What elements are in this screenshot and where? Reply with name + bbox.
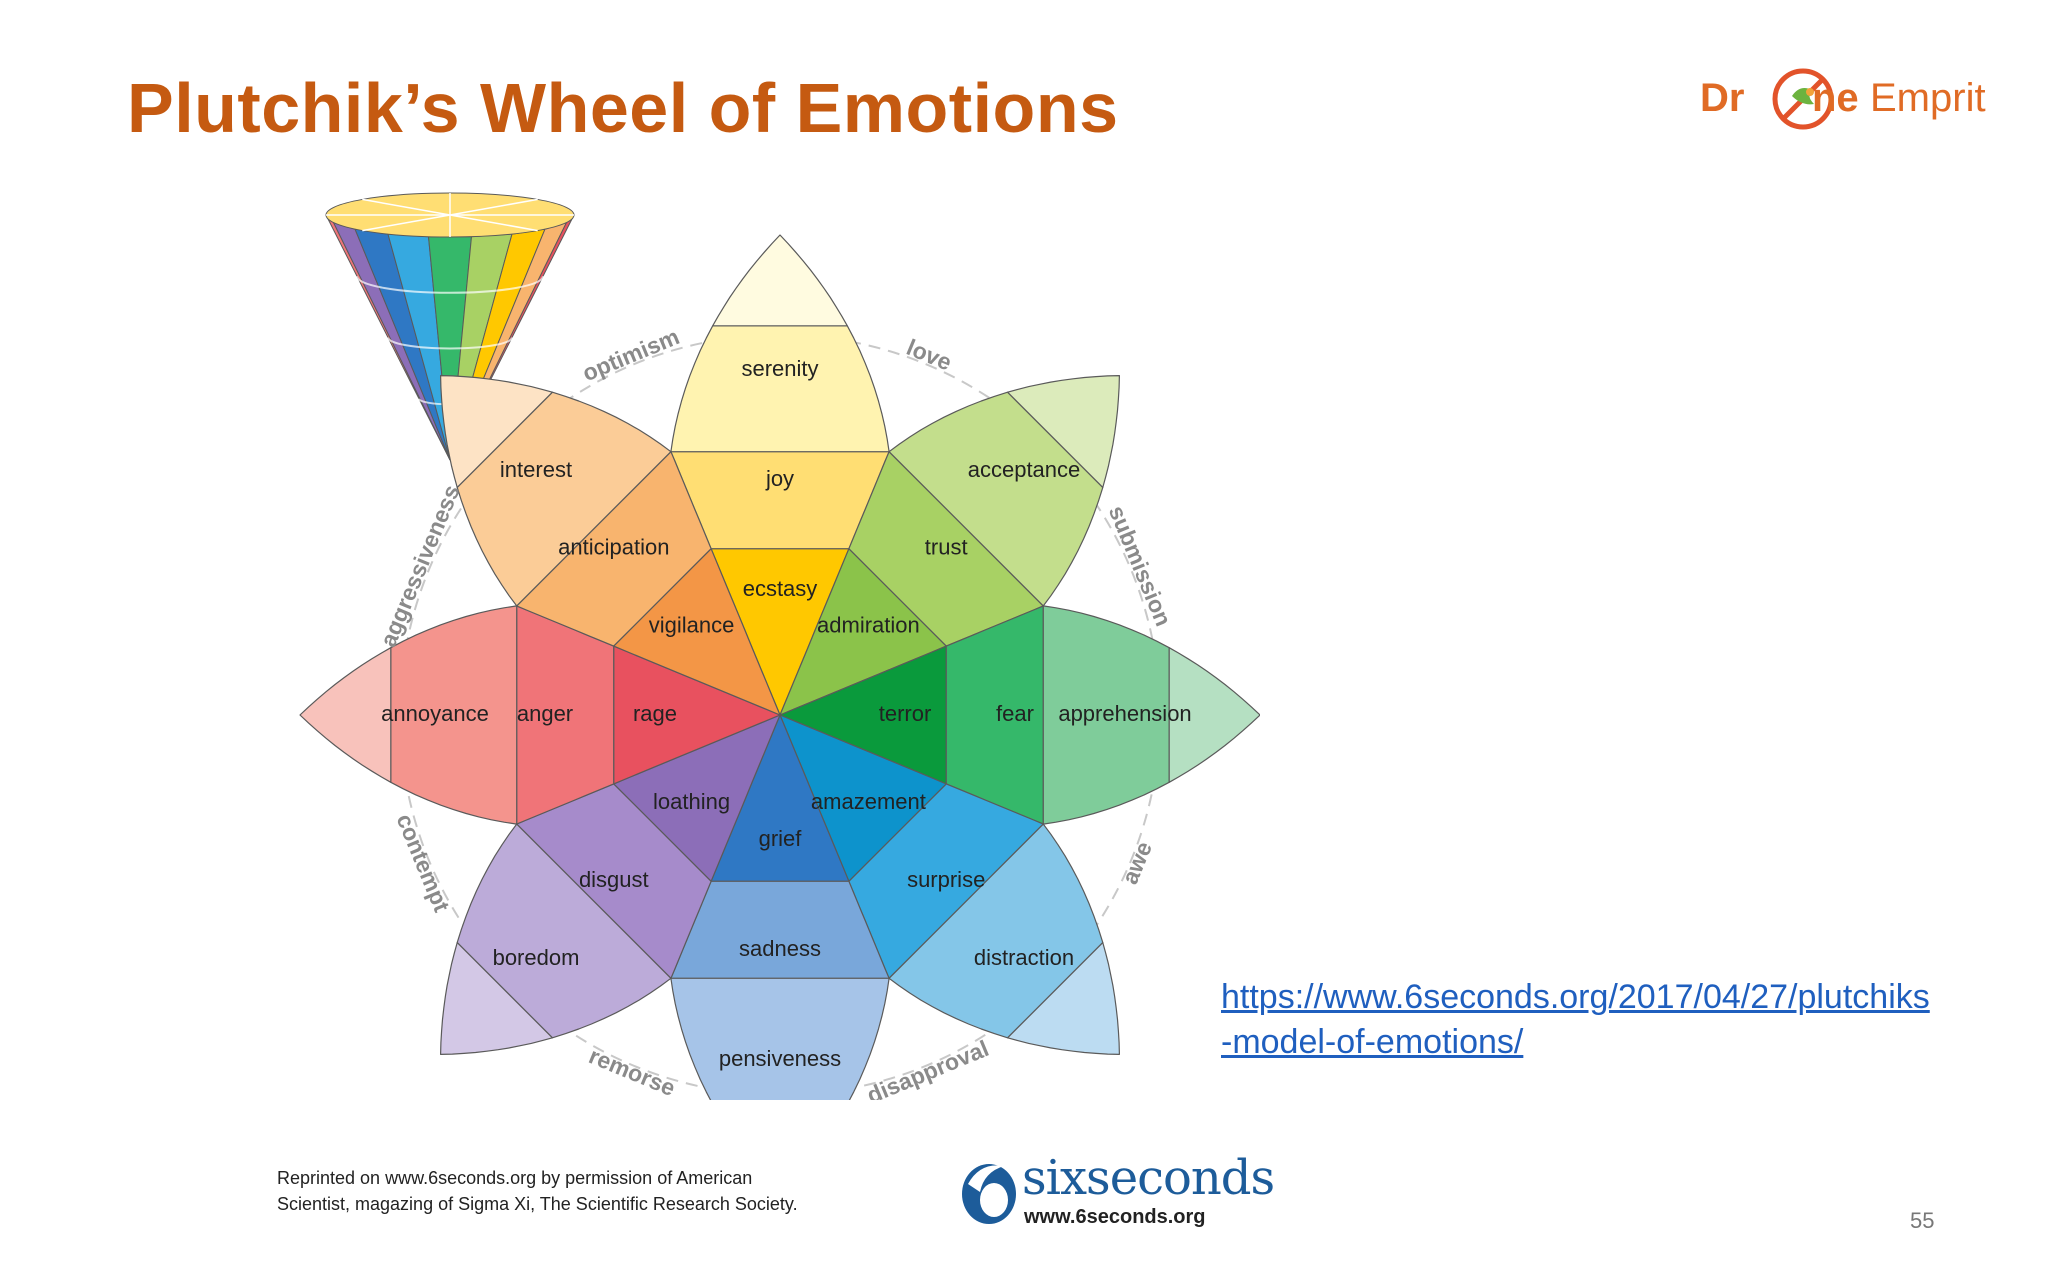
logo-text-emprit: Emprit [1870,76,1986,120]
label-fear: fear [996,701,1034,726]
label-distraction: distraction [974,945,1074,970]
sixseconds-url: www.6seconds.org [1024,1206,1206,1228]
petal-joy-band-2 [670,325,890,453]
drone-logo-icon [1772,68,1834,130]
plutchik-wheel-diagram: ecstasy joy serenity admiration trust accepta… [280,170,1260,1100]
label-acceptance: acceptance [968,457,1081,482]
label-pensiveness: pensiveness [719,1046,841,1071]
label-sadness: sadness [739,936,821,961]
label-disgust: disgust [579,867,649,892]
label-apprehension: apprehension [1058,701,1191,726]
logo-text-ne: ne [1812,76,1859,120]
label-annoyance: annoyance [381,701,489,726]
sixseconds-mark-icon [962,1164,1016,1224]
dyad-contempt: contempt [391,810,455,916]
petal-disgust-band-3 [440,942,553,1055]
wheel-svg: ecstasy joy serenity admiration trust accepta… [299,192,1260,1100]
sixseconds-name: sixseconds [1022,1150,1275,1206]
logo-text-dr: Dr [1700,76,1745,120]
credit-text: Reprinted on www.6seconds.org by permiss… [277,1165,897,1217]
cone-top-divider [362,214,451,232]
label-interest: interest [500,457,572,482]
label-anger: anger [517,701,573,726]
dyad-disapproval: disapproval [863,1035,992,1100]
petal-surprise-band-3 [1007,942,1120,1055]
label-terror: terror [879,701,932,726]
dyad-submission: submission [1104,502,1177,630]
dyad-awe: awe [1116,838,1157,888]
petal-anticipation-band-3 [440,375,553,488]
petal-joy-band-3 [712,234,848,327]
petal-fear-band-3 [1168,647,1260,783]
label-amazement: amazement [811,789,926,814]
cone-top-divider [449,214,538,232]
credit-line-2: Scientist, magazing of Sigma Xi, The Sci… [277,1194,798,1214]
dyad-optimism: optimism [579,323,683,386]
label-serenity: serenity [741,356,818,381]
droneemprit-logo: Dr ne Emprit [1700,66,1986,140]
credit-line-1: Reprinted on www.6seconds.org by permiss… [277,1168,753,1188]
labels-group: ecstasy joy serenity admiration trust accepta… [381,356,1192,1071]
sixseconds-logo: sixseconds www.6seconds.org [960,1150,1275,1230]
reference-link[interactable]: https://www.6seconds.org/2017/04/27/plut… [1221,978,1930,1061]
cone-top-divider [362,198,451,216]
label-boredom: boredom [493,945,580,970]
cone-level-line [387,337,513,350]
petal-trust-band-3 [1007,375,1120,488]
label-anticipation: anticipation [558,535,669,560]
dyad-love: love [903,334,955,376]
label-ecstasy: ecstasy [743,576,818,601]
label-vigilance: vigilance [649,612,735,637]
label-grief: grief [759,826,803,851]
label-surprise: surprise [907,867,985,892]
dyad-remorse: remorse [585,1042,679,1100]
cone-top-divider [449,198,538,216]
slide-title: Plutchik’s Wheel of Emotions [127,69,1119,147]
cone-level-line [356,276,544,294]
petal-sadness-band-2 [670,977,890,1100]
label-joy: joy [765,466,794,491]
petal-anger-band-3 [299,647,392,783]
petals-group [299,234,1260,1100]
label-trust: trust [925,535,968,560]
label-loathing: loathing [653,789,730,814]
page-number: 55 [1910,1208,1935,1233]
label-admiration: admiration [817,612,920,637]
label-rage: rage [633,701,677,726]
